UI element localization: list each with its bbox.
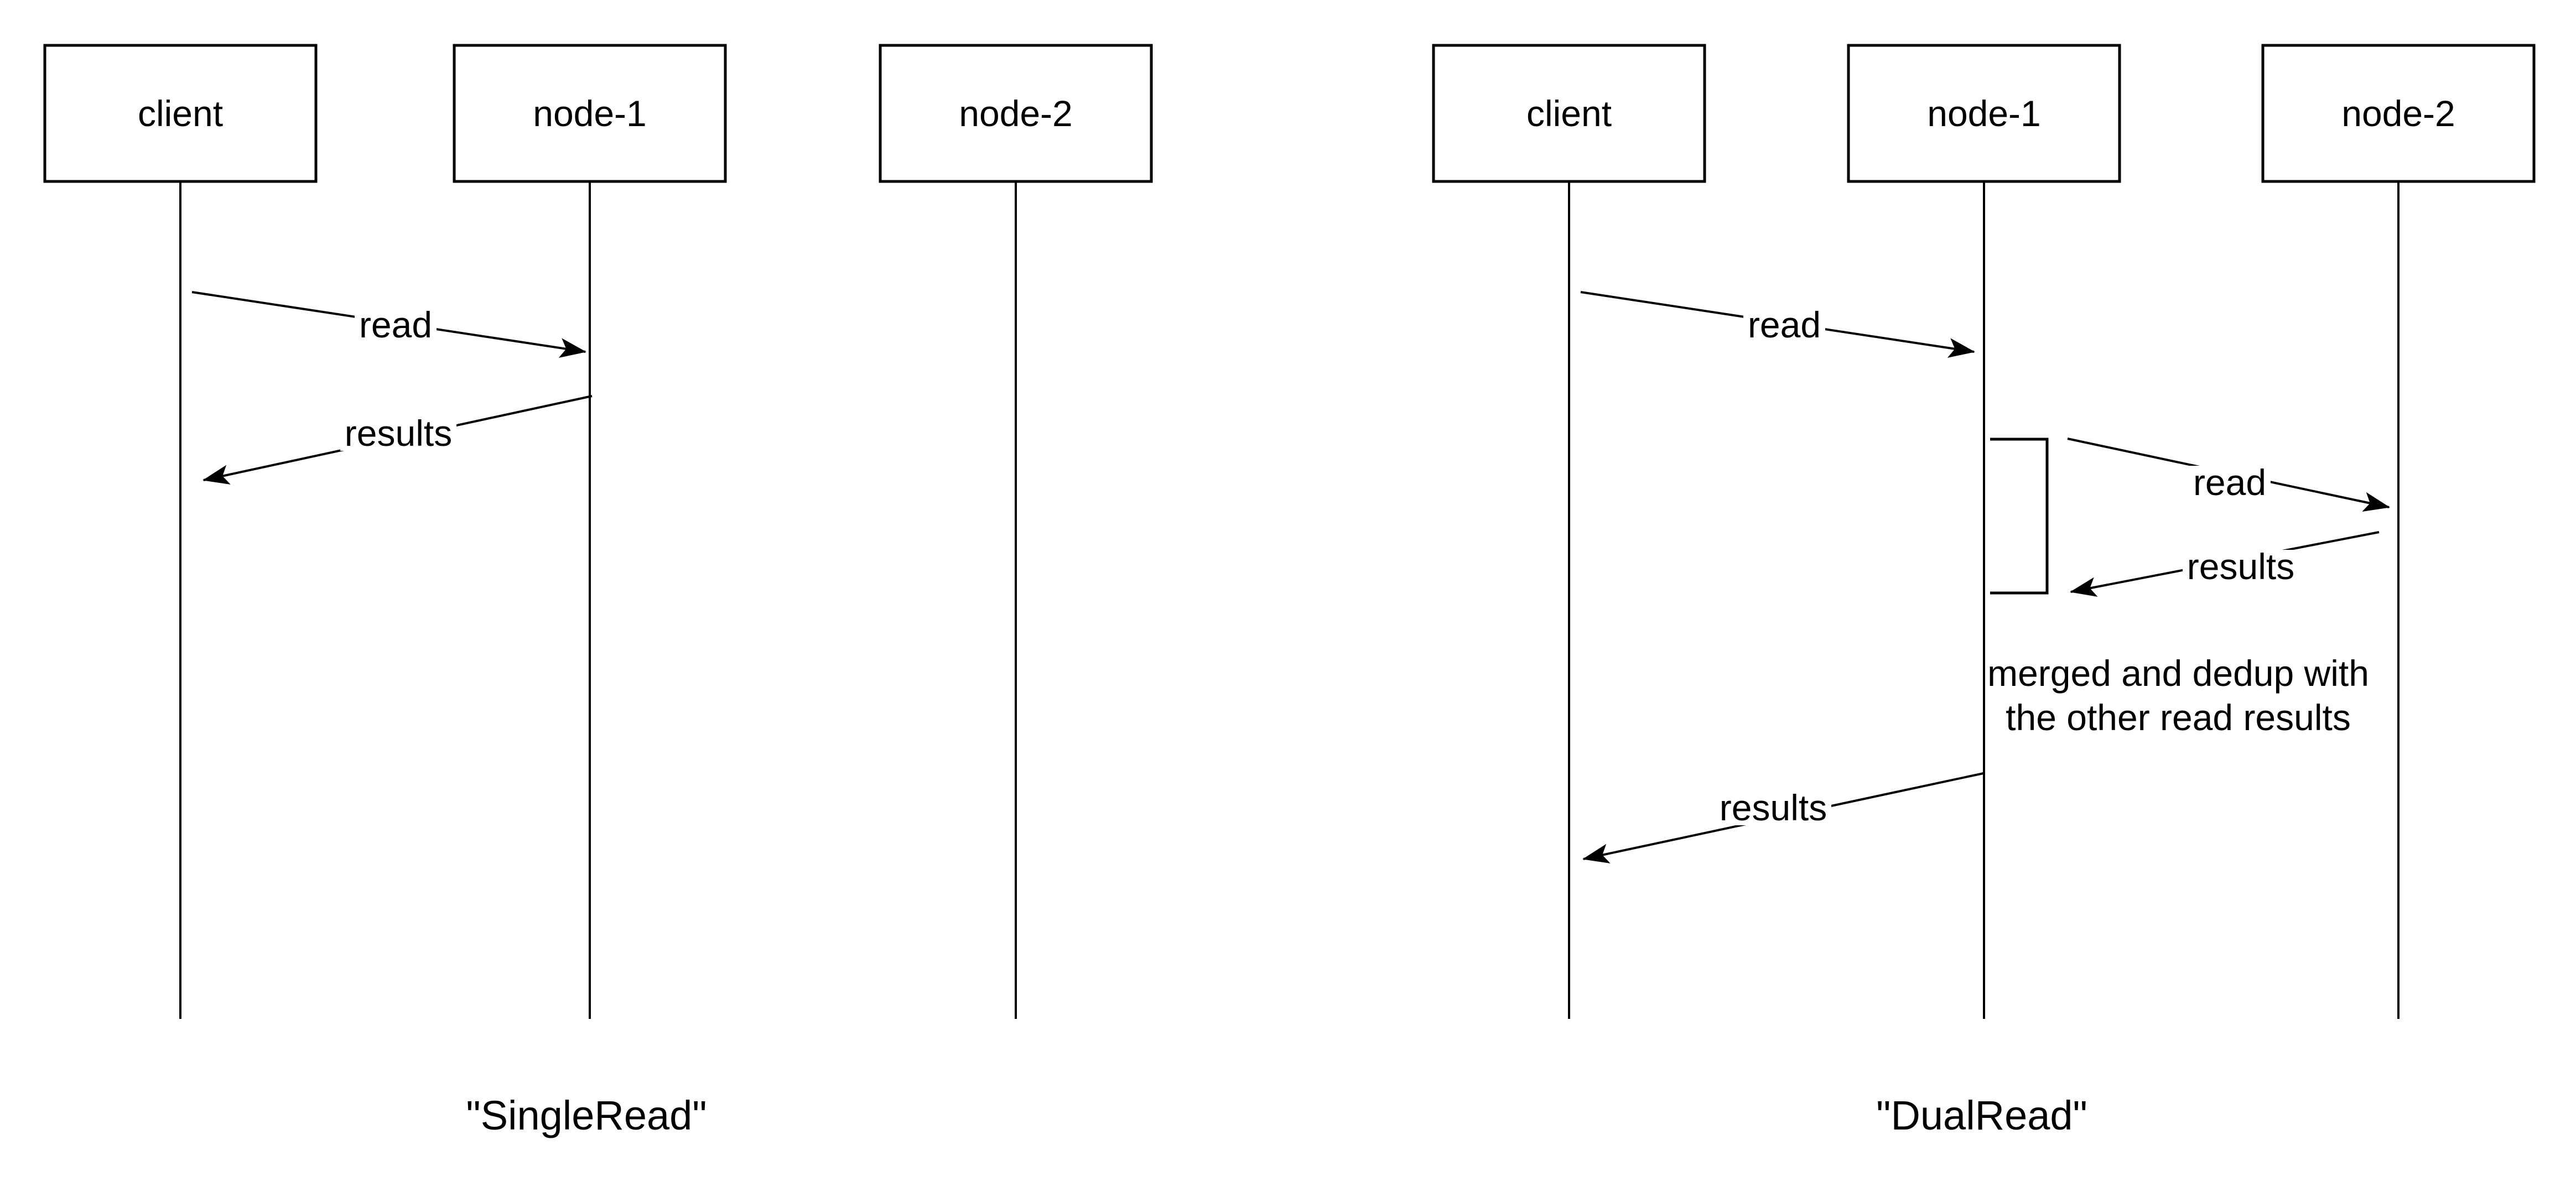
actor-label-node1-right: node-1 (1927, 93, 2041, 134)
actor-box-node2-right (2261, 44, 2536, 183)
message-read1-label-bg-right (1743, 308, 1825, 342)
actor-label-node1-left: node-1 (533, 93, 647, 134)
actor-box-node1-left (453, 44, 727, 183)
message-read-label-left: read (359, 304, 432, 345)
actor-box-node1-right (1847, 44, 2121, 183)
message-results3-label-right: results (1720, 787, 1827, 828)
merge-note-line1: merged and dedup with (1987, 653, 2369, 694)
message-results2-label-bg-right (2183, 550, 2299, 584)
actor-label-client-left: client (138, 93, 223, 134)
dualread-diagram: client node-1 node-2 read read results m… (1432, 44, 2536, 1138)
actor-box-client-left (43, 44, 318, 183)
caption-dualread: "DualRead" (1876, 1092, 2087, 1138)
message-results3-label-bg-right (1715, 791, 1831, 825)
message-read-label-bg-left (355, 308, 437, 342)
actor-box-node2-left (879, 44, 1153, 183)
message-results2-label-right: results (2187, 546, 2294, 587)
actor-label-node2-right: node-2 (2341, 93, 2455, 134)
actor-label-node2-left: node-2 (959, 93, 1073, 134)
self-activation-bracket (1990, 438, 2049, 595)
actor-node1-right: node-1 (1847, 44, 2121, 183)
merge-note: merged and dedup with the other read res… (1987, 653, 2369, 738)
actor-node1-left: node-1 (453, 44, 727, 183)
actor-client-right: client (1432, 44, 1706, 183)
actor-node2-right: node-2 (2261, 44, 2536, 183)
message-read2-label-bg-right (2189, 466, 2271, 500)
message-read2-label-right: read (2193, 462, 2266, 503)
merge-note-line2: the other read results (2006, 697, 2351, 738)
actor-box-client-right (1432, 44, 1706, 183)
actor-client-left: client (43, 44, 318, 183)
message-read1-label-right: read (1748, 304, 1821, 345)
message-results-label-bg-left (340, 417, 456, 451)
actor-label-client-right: client (1526, 93, 1612, 134)
actor-node2-left: node-2 (879, 44, 1153, 183)
singleread-diagram: client node-1 node-2 read results "Singl… (43, 44, 1153, 1138)
caption-singleread: "SingleRead" (466, 1092, 707, 1138)
message-results-label-left: results (345, 413, 452, 454)
